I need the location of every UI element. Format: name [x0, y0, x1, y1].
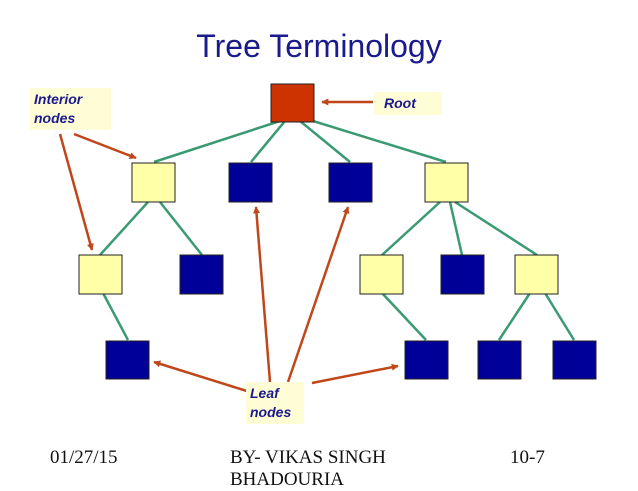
- edge: [312, 119, 447, 164]
- edge: [299, 120, 351, 163]
- leaf-node: [228, 162, 273, 203]
- annotation-arrows: [58, 98, 399, 394]
- edge: [381, 201, 441, 256]
- leaf-node: [552, 340, 597, 380]
- leaf-node: [477, 340, 522, 380]
- leaf-node: [105, 340, 150, 380]
- edge: [153, 119, 281, 164]
- interior-node: [78, 254, 123, 295]
- edge: [101, 292, 130, 341]
- edge: [497, 292, 532, 341]
- interior-node: [131, 162, 176, 203]
- interior-arrow: [73, 132, 137, 160]
- footer-author: BY- VIKAS SINGH BHADOURIA: [230, 447, 386, 490]
- edge: [159, 201, 203, 256]
- tree-edges: [99, 119, 576, 341]
- leaf-node: [440, 254, 485, 295]
- leaf-nodes-label: Leaf nodes: [246, 382, 304, 424]
- tree-diagram: [58, 83, 597, 394]
- root-label: Root: [374, 92, 442, 115]
- leaf-arrow: [286, 206, 350, 383]
- leaf-arrow: [311, 363, 399, 385]
- interior-node: [359, 254, 404, 295]
- leaf-arrow: [253, 206, 272, 383]
- interior-arrow: [58, 133, 94, 251]
- edge: [99, 201, 149, 256]
- page-title: Tree Terminology: [196, 28, 442, 64]
- edge: [250, 120, 286, 163]
- edge: [381, 292, 427, 341]
- root-node: [270, 83, 315, 123]
- edge: [454, 200, 538, 257]
- leaf-node: [179, 254, 224, 295]
- interior-node: [424, 162, 469, 203]
- leaf-node: [404, 340, 449, 380]
- edge: [448, 201, 464, 256]
- edge: [543, 292, 576, 341]
- footer-date: 01/27/15: [50, 447, 118, 468]
- interior-node: [514, 254, 559, 295]
- leaf-node: [328, 162, 373, 203]
- interior-nodes-label: Interior nodes: [30, 88, 111, 130]
- leaf-arrow: [153, 360, 251, 394]
- footer-page-number: 10-7: [510, 447, 545, 468]
